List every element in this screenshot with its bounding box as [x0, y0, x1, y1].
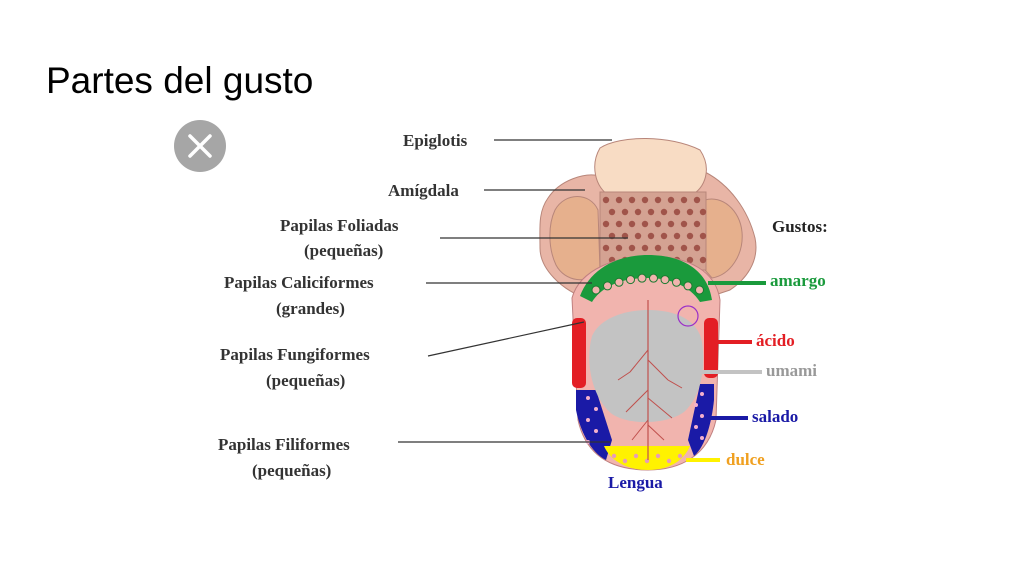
papilla-dot: [660, 208, 668, 216]
papilla-dot: [660, 275, 670, 285]
papilla-dot: [647, 208, 655, 216]
epiglottis-shape: [594, 138, 707, 197]
label-caliciformes-2: (grandes): [276, 299, 345, 318]
papilla-dot: [693, 196, 701, 204]
papilla-dot: [628, 196, 636, 204]
papilla-dot: [628, 244, 636, 252]
papilla-dot: [602, 220, 610, 228]
papilla-dot: [667, 244, 675, 252]
taste-acido: ácido: [756, 331, 795, 350]
papilla-dot: [586, 418, 590, 422]
papilla-dot: [611, 453, 617, 459]
papilla-dot: [680, 244, 688, 252]
papilla-dot: [591, 285, 601, 295]
papilla-dot: [641, 220, 649, 228]
papilla-dot: [622, 458, 628, 464]
tongue-fissures: [617, 349, 683, 441]
label-filiformes-2: (pequeñas): [252, 461, 331, 480]
label-epiglotis: Epiglotis: [403, 131, 468, 150]
papilla-dot: [694, 425, 698, 429]
papilla-dot: [641, 244, 649, 252]
label-fungiformes-2: (pequeñas): [266, 371, 345, 390]
papilla-dot: [686, 232, 694, 240]
papilla-dot: [667, 196, 675, 204]
circumvallate-papillae: [591, 273, 704, 295]
taste-umami: umami: [766, 361, 817, 380]
papilla-dot: [666, 458, 672, 464]
papilla-dot: [647, 232, 655, 240]
label-foliadas-2: (pequeñas): [304, 241, 383, 260]
papilla-dot: [614, 277, 624, 287]
papilla-dot: [683, 281, 693, 291]
papilla-dot: [693, 244, 701, 252]
papilla-dot: [686, 208, 694, 216]
leader-lines: [398, 139, 628, 443]
highlight-circle: [677, 305, 699, 327]
papilla-dot: [673, 208, 681, 216]
papilla-dot: [602, 196, 610, 204]
papilla-dot: [680, 196, 688, 204]
papilla-dot: [626, 275, 635, 285]
papilla-dot: [672, 277, 681, 287]
papilla-dot: [594, 429, 598, 433]
tip-papillae: [586, 392, 704, 464]
papilla-dot: [654, 220, 662, 228]
papilla-dot: [602, 244, 610, 252]
label-fungiformes-1: Papilas Fungiformes: [220, 345, 370, 364]
sweet-zone: [604, 446, 690, 470]
papilla-dot: [677, 453, 683, 459]
papilla-dot: [615, 220, 623, 228]
taste-salado: salado: [752, 407, 798, 426]
papilla-dot: [649, 273, 658, 283]
sour-zone-left: [572, 318, 586, 388]
papilla-dot: [603, 281, 612, 291]
taste-dulce: dulce: [726, 450, 765, 469]
close-button[interactable]: [174, 120, 226, 172]
papilla-dot: [673, 232, 681, 240]
gustos-title: Gustos:: [772, 217, 828, 236]
papilla-dot: [699, 232, 707, 240]
papilla-dot: [634, 232, 642, 240]
papilla-dot: [637, 273, 647, 283]
papilla-dot: [700, 414, 704, 418]
papilla-dot: [615, 244, 623, 252]
salty-zone-right: [688, 384, 714, 456]
label-filiformes-1: Papilas Filiformes: [218, 435, 350, 454]
papilla-dot: [641, 196, 649, 204]
label-amigdala: Amígdala: [388, 181, 459, 200]
papilla-dot: [694, 403, 698, 407]
papilla-dot: [699, 208, 707, 216]
papilla-dot: [586, 396, 590, 400]
papilla-dot: [680, 220, 688, 228]
right-tonsil: [704, 198, 743, 279]
slide-title: Partes del gusto: [46, 60, 314, 101]
papilla-dot: [700, 392, 704, 396]
papilla-dot: [615, 196, 623, 204]
papilla-dot: [655, 453, 661, 459]
label-foliadas-1: Papilas Foliadas: [280, 216, 399, 235]
papilla-dot: [654, 196, 662, 204]
papilla-dot: [628, 220, 636, 228]
papilla-dot: [594, 407, 598, 411]
papilla-dot: [695, 285, 704, 295]
bitter-zone: [580, 255, 712, 302]
umami-center: [589, 310, 704, 423]
papilla-dot: [667, 220, 675, 228]
taste-amargo: amargo: [770, 271, 826, 290]
papilla-dot: [699, 256, 707, 264]
label-lengua: Lengua: [608, 473, 663, 492]
papilla-dot: [693, 220, 701, 228]
papilla-dot: [660, 232, 668, 240]
papilla-dot: [686, 256, 694, 264]
close-icon: [188, 134, 212, 158]
papilla-dot: [634, 208, 642, 216]
papilla-dot: [700, 436, 704, 440]
sour-zone-right: [704, 318, 718, 378]
papilla-dot: [654, 244, 662, 252]
label-caliciformes-1: Papilas Caliciformes: [224, 273, 374, 292]
papilla-dot: [633, 453, 639, 459]
papilla-dot: [621, 208, 629, 216]
papilla-dot: [608, 208, 616, 216]
